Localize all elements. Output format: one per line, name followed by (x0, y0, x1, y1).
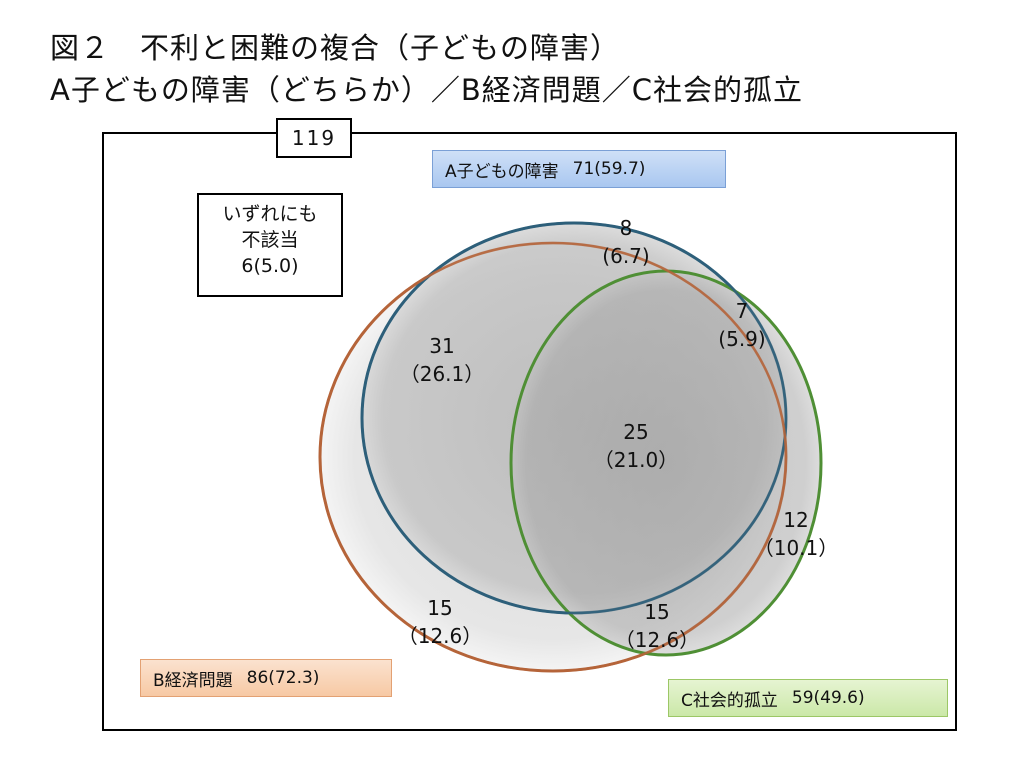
set-a-name: A子どもの障害 (445, 161, 559, 182)
set-b-name: B経済問題 (153, 670, 233, 691)
region-a-only-pct: (6.7) (602, 244, 650, 268)
none-applicable-box: いずれにも 不該当 6(5.0) (197, 193, 343, 297)
region-a-b-c-pct: （21.0） (593, 448, 679, 472)
region-b-only-count: 15 (427, 596, 453, 620)
circle-b-outline (318, 241, 788, 673)
region-c-only-pct: （10.1） (753, 536, 839, 560)
region-a-b-pct: （26.1） (399, 362, 485, 386)
none-box-line2: 不該当 (241, 229, 299, 251)
set-b-label: B経済問題 86(72.3) (140, 659, 392, 697)
region-b-c: 15 （12.6） (615, 598, 700, 654)
region-a-b-count: 31 (429, 334, 455, 358)
set-c-label: C社会的孤立 59(49.6) (668, 679, 948, 717)
region-c-only: 12 （10.1） (754, 506, 839, 562)
region-a-c: 7 (5.9) (718, 297, 765, 353)
region-a-only: 8 (6.7) (602, 214, 649, 270)
region-a-b-c-count: 25 (623, 420, 649, 444)
page-subtitle: A子どもの障害（どちらか）／B経済問題／C社会的孤立 (50, 73, 803, 107)
set-b-value: 86(72.3) (246, 668, 320, 688)
region-c-only-count: 12 (783, 508, 809, 532)
set-a-value: 71(59.7) (572, 159, 646, 179)
region-a-only-count: 8 (619, 216, 633, 240)
region-a-b-c: 25 （21.0） (594, 418, 679, 474)
set-c-value: 59(49.6) (791, 688, 865, 708)
region-b-only: 15 （12.6） (398, 594, 483, 650)
region-b-only-pct: （12.6） (397, 624, 483, 648)
region-b-c-count: 15 (644, 600, 670, 624)
none-box-line1: いずれにも (222, 203, 318, 225)
set-a-label: A子どもの障害 71(59.7) (432, 150, 726, 188)
set-c-name: C社会的孤立 (681, 690, 778, 711)
total-count-box: 119 (276, 118, 352, 158)
region-a-b: 31 （26.1） (400, 332, 485, 388)
region-a-c-count: 7 (735, 299, 749, 323)
region-a-c-pct: (5.9) (718, 327, 766, 351)
frame-border (102, 132, 957, 731)
page-title: 図２ 不利と困難の複合（子どもの障害） (50, 31, 621, 65)
circle-a-outline (360, 221, 788, 615)
region-b-c-pct: （12.6） (614, 628, 700, 652)
none-box-line3: 6(5.0) (241, 255, 299, 277)
